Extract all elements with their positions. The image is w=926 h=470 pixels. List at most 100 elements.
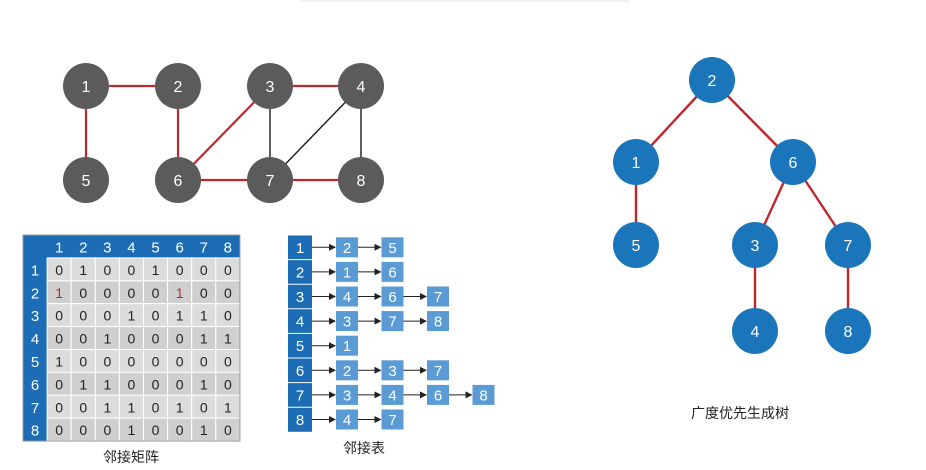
- adjlist-node-label: 7: [388, 314, 396, 331]
- matrix-cell-value: 0: [103, 422, 111, 438]
- matrix-cell-value: 1: [55, 285, 63, 301]
- adjlist-node-label: 3: [343, 314, 351, 331]
- matrix-rowlabel-band: [23, 235, 48, 442]
- matrix-cell-value: 0: [224, 353, 232, 369]
- adjlist-node-label: 8: [434, 314, 442, 331]
- graph-node-label-3: 3: [266, 79, 275, 96]
- matrix-cell-value: 0: [152, 376, 160, 392]
- matrix-row-header: 4: [31, 331, 39, 348]
- matrix-cell-value: 1: [176, 308, 184, 324]
- tree-node-7: [825, 222, 871, 268]
- graph-node-label-2: 2: [174, 79, 183, 96]
- matrix-cell-value: 1: [224, 331, 232, 347]
- adjlist-node: [336, 286, 358, 307]
- matrix-cell-value: 1: [103, 376, 111, 392]
- matrix-cell-value: 0: [200, 285, 208, 301]
- adjlist-node-label: 4: [343, 412, 351, 429]
- adjlist-node: [336, 409, 358, 430]
- matrix-cell-value: 0: [103, 262, 111, 278]
- tree-node-6: [770, 139, 816, 185]
- matrix-cell-value: 1: [200, 376, 208, 392]
- adjlist-node: [336, 311, 358, 332]
- graph-node-label-5: 5: [82, 173, 91, 190]
- adjlist-head-label: 2: [296, 264, 304, 281]
- matrix-cell-value: 1: [79, 376, 87, 392]
- matrix-cell-value: 0: [55, 399, 63, 415]
- matrix-cell-value: 0: [176, 262, 184, 278]
- matrix-cell-value: 1: [55, 353, 63, 369]
- tree-node-2: [689, 57, 735, 103]
- matrix-cell-value: 1: [103, 331, 111, 347]
- matrix-row-header: 8: [31, 423, 39, 440]
- matrix-cell-value: 0: [176, 376, 184, 392]
- graph-node-label-8: 8: [357, 173, 366, 190]
- adjlist-node-label: 7: [434, 289, 442, 306]
- matrix-cell-value: 0: [103, 308, 111, 324]
- matrix-cell-value: 0: [55, 308, 63, 324]
- adjlist-node: [427, 384, 449, 405]
- matrix-row-header: 1: [31, 262, 39, 279]
- adjlist-node: [427, 360, 449, 381]
- tree-node-label-3: 3: [751, 238, 760, 255]
- matrix-row-header: 7: [31, 400, 39, 417]
- top-divider: [300, 0, 630, 2]
- adjlist-node: [336, 384, 358, 405]
- matrix-cell-value: 0: [152, 331, 160, 347]
- graph-node-5: [63, 157, 109, 203]
- matrix-cell-value: 0: [55, 331, 63, 347]
- matrix-cell-value: 1: [224, 399, 232, 415]
- matrix-cell-value: 0: [200, 353, 208, 369]
- adjlist-node-label: 3: [388, 363, 396, 380]
- matrix-row-header: 5: [31, 354, 39, 371]
- graph-node-label-4: 4: [357, 79, 366, 96]
- graph-node-3: [247, 63, 293, 109]
- matrix-cell-value: 0: [79, 308, 87, 324]
- matrix-cell-value: 1: [152, 262, 160, 278]
- matrix-cell-value: 1: [128, 308, 136, 324]
- adjlist-node: [427, 286, 449, 307]
- adjlist-node-label: 1: [343, 338, 351, 355]
- tree-node-label-5: 5: [632, 238, 641, 255]
- tree-node-label-8: 8: [844, 324, 853, 341]
- adjlist-node: [472, 384, 495, 405]
- matrix-cell-value: 0: [152, 399, 160, 415]
- adjlist-node-label: 6: [388, 264, 396, 281]
- tree-node-label-4: 4: [751, 324, 760, 341]
- matrix-cell-value: 0: [224, 285, 232, 301]
- matrix-row-header: 3: [31, 308, 39, 325]
- matrix-cell-value: 0: [128, 285, 136, 301]
- matrix-cell-value: 0: [79, 399, 87, 415]
- matrix-cell-value: 1: [128, 422, 136, 438]
- matrix-cell-value: 0: [152, 422, 160, 438]
- matrix-cell-value: 0: [200, 399, 208, 415]
- matrix-cell-value: 0: [55, 422, 63, 438]
- tree-node-3: [732, 222, 778, 268]
- matrix-col-header: 8: [224, 239, 232, 256]
- tree-node-label-2: 2: [708, 73, 717, 90]
- adjlist-node-label: 1: [343, 264, 351, 281]
- tree-node-label-1: 1: [632, 155, 641, 172]
- graph-node-label-7: 7: [266, 173, 275, 190]
- adjlist-node: [381, 261, 404, 282]
- graph-node-7: [247, 157, 293, 203]
- tree-node-8: [825, 308, 871, 354]
- adjlist-node: [381, 384, 404, 405]
- matrix-cell-value: 0: [79, 285, 87, 301]
- adjlist-node: [381, 409, 404, 430]
- adjlist-node-label: 6: [388, 289, 396, 306]
- adjlist-node: [427, 311, 449, 332]
- graph-node-4: [338, 63, 384, 109]
- matrix-cell-value: 0: [79, 331, 87, 347]
- adjlist-node-label: 7: [388, 412, 396, 429]
- tree-node-label-7: 7: [844, 238, 853, 255]
- tree-node-4: [732, 308, 778, 354]
- adjlist-node: [381, 237, 404, 258]
- matrix-cell-value: 1: [128, 399, 136, 415]
- graph-node-label-6: 6: [174, 173, 183, 190]
- adjlist-node-label: 8: [479, 387, 487, 404]
- adjlist-node: [336, 261, 358, 282]
- adjlist-node: [336, 237, 358, 258]
